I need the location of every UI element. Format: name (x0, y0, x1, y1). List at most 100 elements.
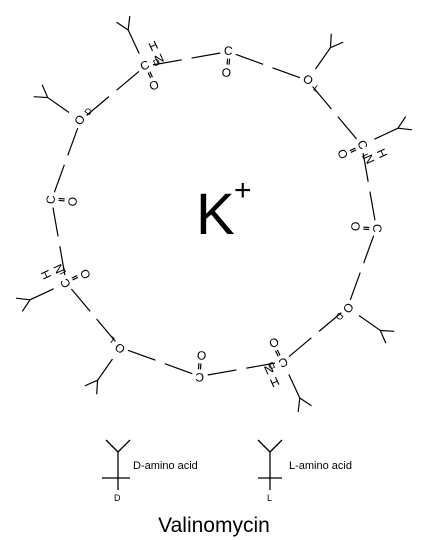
potassium-ion: K + (196, 174, 252, 247)
carbonyl-oxygen: O (77, 267, 94, 281)
backbone-bond (318, 312, 342, 332)
side-chain-branch (84, 379, 98, 387)
backbone-atom: C (194, 370, 204, 385)
legend: D D-amino acid L L-amino acid (102, 439, 352, 503)
side-chain-bond (47, 97, 70, 113)
carbonyl-oxygen: O (334, 147, 351, 161)
carbonyl-oxygen: O (221, 65, 232, 80)
side-chain-bond (97, 358, 113, 381)
backbone-bond (86, 96, 110, 116)
stereo-label: L (360, 152, 371, 161)
backbone-atom: C (223, 43, 233, 58)
backbone-atom: C (276, 354, 290, 370)
legend-l-amino-acid: L L-amino acid (257, 439, 352, 503)
backbone-bond (363, 235, 375, 264)
carbonyl-oxygen: O (348, 221, 363, 232)
backbone-bond (246, 362, 276, 369)
carbonyl-bond (226, 58, 229, 65)
carbonyl-bond (71, 275, 78, 279)
side-chain-branch (329, 33, 332, 48)
side-chain-bond (29, 288, 54, 301)
side-chain-branch (397, 127, 412, 131)
carbonyl-oxygen: O (267, 334, 281, 351)
side-chain-bond (127, 29, 140, 54)
legend-l-label: L-amino acid (289, 460, 352, 472)
backbone-bond (191, 52, 221, 59)
stereo-label: D (266, 360, 277, 372)
backbone-atom: C (354, 138, 370, 152)
backbone-atom: C (43, 194, 58, 204)
backbone-bond (369, 191, 376, 221)
stereo-label: L (107, 334, 117, 345)
backbone-bond (164, 363, 193, 375)
stereo-label: D (333, 311, 345, 322)
diagram-title: Valinomycin (158, 514, 270, 537)
backbone-atom: C (138, 57, 152, 73)
backbone-atom: O (300, 71, 316, 88)
backbone-bond (288, 337, 312, 358)
side-chain-branch (330, 41, 344, 49)
legend-d-label: D-amino acid (133, 460, 198, 472)
side-chain-branch (41, 84, 49, 98)
legend-d-letter: D (114, 493, 121, 503)
backbone-bond (207, 369, 237, 376)
side-chain-branch (299, 397, 312, 407)
backbone-bond (272, 67, 301, 79)
carbonyl-bond (197, 363, 200, 370)
legend-l-letter: L (267, 493, 272, 503)
carbonyl-bond (228, 58, 231, 65)
backbone-atom: O (112, 340, 128, 357)
carbonyl-bond (72, 276, 79, 281)
legend-d-amino-acid: D D-amino acid (102, 439, 198, 503)
backbone-atom: C (370, 223, 385, 233)
carbonyl-bond (276, 349, 281, 356)
carbonyl-bond (58, 197, 65, 200)
carbonyl-oxygen: O (196, 348, 207, 363)
side-chain-bond (358, 315, 381, 331)
ion-charge: + (234, 174, 252, 207)
backbone-bond (70, 288, 91, 312)
carbonyl-bond (199, 363, 202, 370)
side-chain-bond (374, 127, 399, 140)
d-side-chain-icon (102, 439, 131, 490)
backbone-bond (349, 272, 361, 301)
backbone-bond (52, 207, 59, 237)
side-chain-branch (96, 380, 99, 395)
backbone-bond (127, 349, 156, 361)
backbone-bond (116, 70, 140, 91)
side-chain-branch (16, 297, 31, 301)
carbonyl-bond (349, 147, 356, 152)
side-chain-bond (315, 47, 331, 70)
carbonyl-bond (58, 199, 65, 202)
side-chain-branch (379, 330, 387, 344)
backbone-bond (312, 86, 332, 110)
side-chain-branch (21, 299, 31, 312)
stereo-label: L (312, 83, 322, 94)
carbonyl-bond (350, 149, 357, 153)
side-chain-branch (397, 116, 407, 129)
carbonyl-bond (147, 72, 152, 79)
side-chain-branch (297, 397, 301, 412)
carbonyl-bond (149, 71, 153, 78)
carbonyl-oxygen: O (65, 196, 80, 207)
side-chain-branch (33, 96, 48, 99)
side-chain-branch (127, 16, 131, 31)
ion-symbol: K (196, 182, 235, 247)
stereo-label: D (152, 56, 163, 68)
backbone-bond (235, 53, 264, 65)
carbonyl-bond (275, 350, 279, 357)
l-side-chain-icon (257, 439, 283, 490)
carbonyl-bond (363, 228, 370, 231)
backbone-bond (362, 152, 369, 182)
carbonyl-bond (363, 226, 370, 229)
backbone-bond (67, 127, 79, 156)
stereo-label: L (57, 267, 68, 276)
side-chain-branch (116, 21, 129, 31)
backbone-bond (59, 246, 66, 276)
backbone-bond (337, 116, 358, 140)
side-chain-bond (288, 374, 301, 399)
backbone-atom: C (57, 276, 73, 290)
backbone-bond (53, 164, 65, 193)
backbone-bond (152, 59, 182, 66)
